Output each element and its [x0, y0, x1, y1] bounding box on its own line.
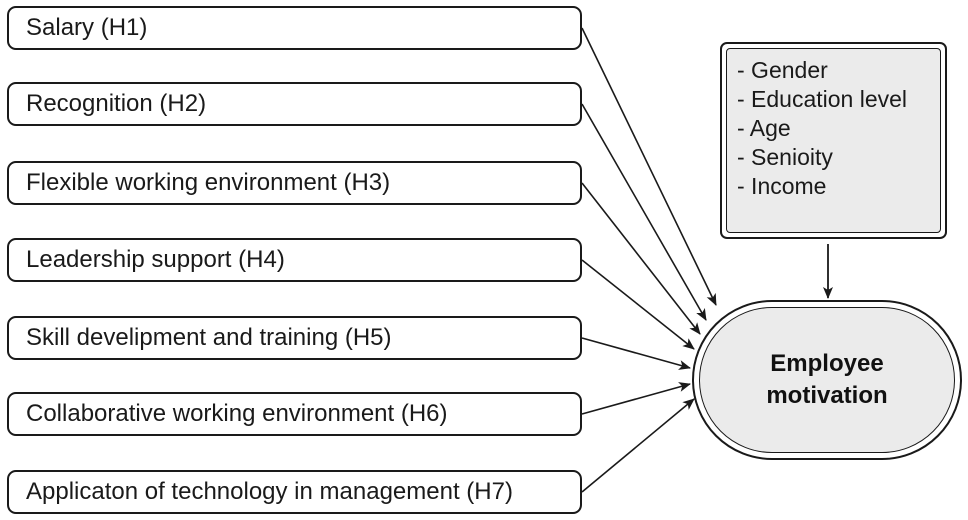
- arrow-h5: [581, 337, 691, 370]
- arrow-h7: [581, 398, 695, 493]
- control-item-seniority: - Senioity: [737, 144, 833, 170]
- factor-box-h4: Leadership support (H4): [7, 238, 582, 282]
- arrow-h2: [581, 103, 707, 321]
- arrow-h1: [581, 27, 717, 306]
- factor-box-h6: Collaborative working environment (H6): [7, 392, 582, 436]
- employee-motivation-node: Employee motivation: [692, 300, 962, 460]
- arrow-h4: [581, 259, 695, 350]
- factor-label: Leadership support (H4): [26, 246, 285, 273]
- factor-label: Skill develipment and training (H5): [26, 324, 392, 351]
- factor-box-h1: Salary (H1): [7, 6, 582, 50]
- factor-label: Collaborative working environment (H6): [26, 400, 448, 427]
- factor-label: Flexible working environment (H3): [26, 169, 391, 196]
- factor-label: Applicaton of technology in management (…: [26, 478, 513, 505]
- arrow-h6: [581, 382, 691, 415]
- arrow-h3: [581, 182, 701, 335]
- factor-label: Recognition (H2): [26, 90, 207, 117]
- factor-box-h7: Applicaton of technology in management (…: [7, 470, 582, 514]
- factor-label: Salary (H1): [26, 14, 148, 41]
- control-item-gender: - Gender: [737, 57, 828, 83]
- outcome-label-line2: motivation: [766, 382, 888, 409]
- factor-box-h3: Flexible working environment (H3): [7, 161, 582, 205]
- control-variables-list: - Gender - Education level - Age - Senio…: [726, 48, 941, 233]
- factor-box-h2: Recognition (H2): [7, 82, 582, 126]
- employee-motivation-inner: Employee motivation: [699, 307, 955, 453]
- control-variables-box: - Gender - Education level - Age - Senio…: [720, 42, 947, 239]
- control-item-education: - Education level: [737, 86, 908, 112]
- control-item-age: - Age: [737, 115, 791, 141]
- outcome-label-line1: Employee: [770, 350, 884, 377]
- control-item-income: - Income: [737, 173, 827, 199]
- factor-box-h5: Skill develipment and training (H5): [7, 316, 582, 360]
